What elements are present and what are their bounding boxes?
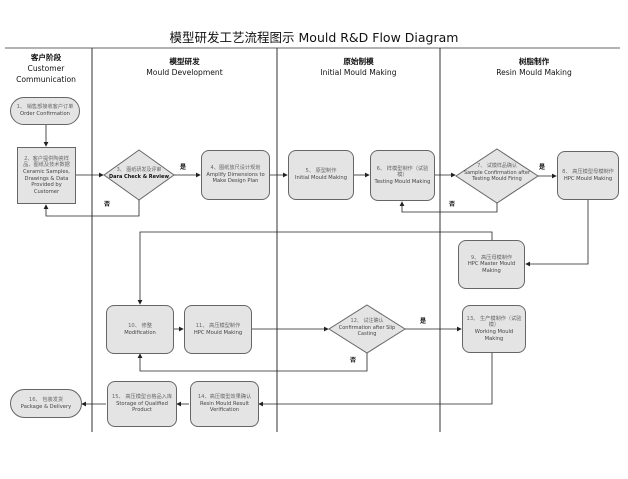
node-zh: 11、 高压模型制作 bbox=[195, 322, 241, 329]
lane-header-en: Mould Development bbox=[146, 68, 223, 77]
node-zh: 8、 高压模型母模制作 bbox=[562, 168, 614, 175]
node-2-customer-samples: 2、客户提供陶瓷样品、图纸及技术数据 Ceramic Samples, Draw… bbox=[17, 147, 76, 204]
node-en: Initial Mould Making bbox=[294, 175, 347, 181]
lane-header-mould-development: 模型研发 Mould Development bbox=[92, 56, 277, 78]
node-en: Storage of Qualified Product bbox=[116, 400, 168, 414]
node-8-hpc-mould: 8、 高压模型母模制作 HPC Mould Making bbox=[557, 151, 619, 200]
no-label: 否 bbox=[350, 357, 357, 364]
node-11-hpc-mould: 11、 高压模型制作 HPC Mould Making bbox=[184, 305, 252, 354]
node-en: Package & Delivery bbox=[20, 403, 72, 410]
decision-3-label: 3、 图纸研发及评审 Dara Check & Review bbox=[106, 167, 172, 180]
yes-label: 是 bbox=[180, 164, 187, 171]
lane-header-resin-mould: 树脂制作 Resin Mould Making bbox=[440, 56, 628, 78]
decision-zh: 7、 试模样品确认 bbox=[477, 163, 517, 169]
node-zh: 6、 样模型制作（试验模） bbox=[376, 165, 429, 179]
node-en: Resin Mould Result Verification bbox=[200, 400, 249, 414]
lane-header-en: Customer bbox=[27, 64, 65, 73]
decision-zh: 3、 图纸研发及评审 bbox=[116, 167, 162, 173]
node-en: Amplify Dimensions to Make Design Plan bbox=[206, 171, 265, 185]
decision-12-label: 12、 试注确认 Confirmation after Slip Casting bbox=[334, 318, 400, 338]
no-label: 否 bbox=[104, 201, 111, 208]
node-zh: 14、高压模型效果确认 bbox=[197, 394, 252, 401]
lane-header-zh: 客户阶段 bbox=[30, 53, 62, 62]
node-en: Modification bbox=[124, 329, 156, 336]
node-10-modification: 10、 修整 Modification bbox=[106, 305, 174, 354]
node-zh: 16、 包装发货 bbox=[28, 396, 64, 403]
node-en: Working Mould Making bbox=[474, 329, 514, 342]
node-13-working-mould: 13、 生产模制作（试验模） Working Mould Making bbox=[462, 305, 526, 353]
node-zh: 13、 生产模制作（试验模） bbox=[466, 315, 522, 329]
lane-header-customer: 客户阶段 Customer Communication bbox=[0, 52, 92, 85]
node-zh: 4、图纸放尺设计规划 bbox=[210, 165, 261, 172]
lane-header-zh: 原始制模 bbox=[343, 57, 374, 66]
node-15-storage: 15、 高压模型合格品入库 Storage of Qualified Produ… bbox=[107, 381, 177, 427]
decision-7-label: 7、 试模样品确认 Sample Confirmation after Test… bbox=[458, 163, 536, 183]
node-zh: 1、 销售部接收客户订单 bbox=[16, 104, 74, 111]
node-9-hpc-master-mould: 9、 高压母模制作 HPC Master Mould Making bbox=[458, 240, 525, 289]
node-1-order-confirmation: 1、 销售部接收客户订单 Order Confirmation bbox=[10, 97, 80, 125]
node-14-resin-verification: 14、高压模型效果确认 Resin Mould Result Verificat… bbox=[190, 381, 259, 427]
decision-en: Confirmation after Slip Casting bbox=[338, 324, 396, 338]
yes-label: 是 bbox=[539, 164, 546, 171]
lane-header-en: Resin Mould Making bbox=[496, 68, 572, 77]
node-en: Order Confirmation bbox=[20, 111, 70, 117]
node-zh: 9、 高压母模制作 bbox=[470, 254, 513, 261]
node-zh: 2、客户提供陶瓷样品、图纸及技术数据 bbox=[23, 155, 70, 169]
node-6-testing-mould: 6、 样模型制作（试验模） Testing Mould Making bbox=[370, 150, 435, 201]
decision-zh: 12、 试注确认 bbox=[350, 318, 384, 324]
node-zh: 15、 高压模型合格品入库 bbox=[111, 394, 173, 401]
decision-en: Dara Check & Review bbox=[108, 173, 170, 180]
node-5-initial-mould: 5、 原型制作 Initial Mould Making bbox=[288, 150, 354, 200]
node-en: Ceramic Samples, Drawings & Data Provide… bbox=[23, 168, 70, 195]
diagram-title: 模型研发工艺流程图示 Mould R&D Flow Diagram bbox=[169, 30, 459, 45]
node-en: HPC Master Mould Making bbox=[467, 261, 516, 274]
yes-label: 是 bbox=[420, 318, 427, 325]
lane-header-en: Communication bbox=[16, 75, 76, 84]
lane-header-zh: 模型研发 bbox=[169, 57, 200, 66]
no-label: 否 bbox=[449, 201, 456, 208]
lane-header-initial-mould: 原始制模 Initial Mould Making bbox=[277, 56, 440, 78]
decision-en: Sample Confirmation after Testing Mould … bbox=[463, 169, 531, 183]
node-en: HPC Mould Making bbox=[563, 175, 613, 182]
node-en: Testing Mould Making bbox=[374, 178, 431, 185]
lane-header-en: Initial Mould Making bbox=[320, 68, 397, 77]
lane-header-zh: 树脂制作 bbox=[518, 57, 550, 66]
node-zh: 5、 原型制作 bbox=[305, 168, 337, 175]
node-16-package-delivery: 16、 包装发货 Package & Delivery bbox=[10, 389, 82, 418]
node-zh: 10、 修整 bbox=[128, 322, 152, 329]
node-4-amplify-dimensions: 4、图纸放尺设计规划 Amplify Dimensions to Make De… bbox=[201, 150, 270, 200]
node-en: HPC Mould Making bbox=[193, 329, 243, 336]
